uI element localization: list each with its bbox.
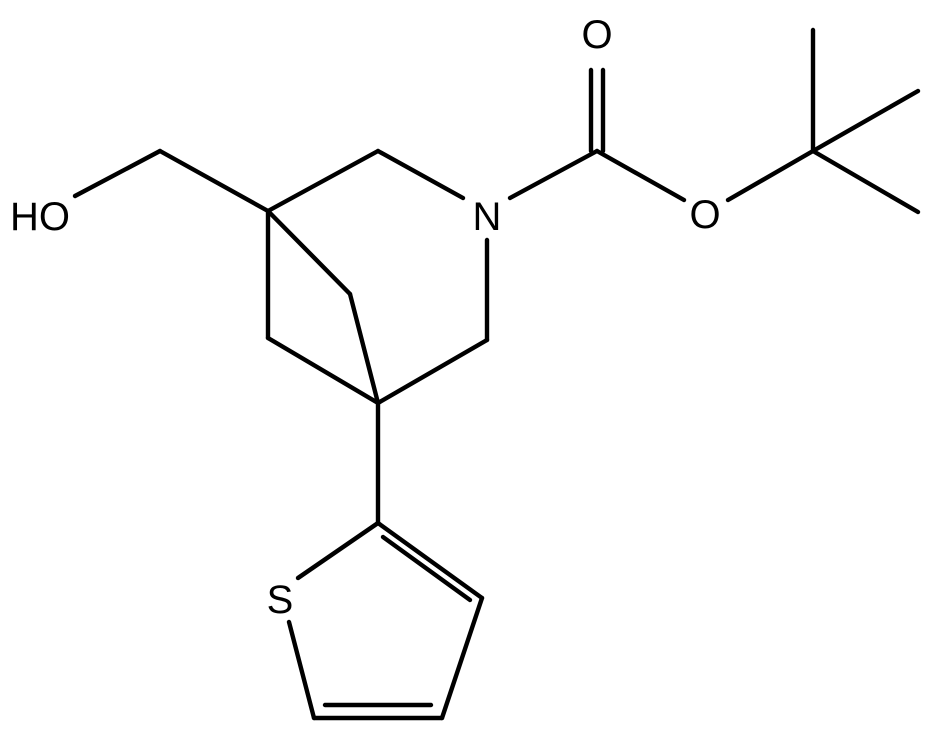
bond-thiophene-c3-c4: [439, 595, 485, 721]
bond-nitrogen-carbonyl: [507, 148, 600, 201]
bond-carbonyl-ester-oxygen: [594, 148, 687, 203]
bond-bridge2-bridgehead2: [347, 291, 381, 406]
bond-thiophene-c5-sulfur: [286, 619, 317, 721]
bond-bridgehead-bridge2: [265, 208, 353, 297]
bond-thiophene-c2-c3: [375, 520, 485, 601]
atom-label-nitrogen: N: [473, 195, 502, 239]
bond-bridge1-bridgehead2: [265, 335, 381, 406]
bond-thiophene-sulfur-c2: [295, 520, 381, 581]
bond-ch2a-nitrogen: [375, 148, 466, 201]
atom-label-sulfur: S: [267, 578, 294, 622]
bond-ch2-bridgehead: [157, 148, 271, 214]
bond-ch2b-bridgehead2: [375, 337, 490, 406]
atom-label-hydroxyl: HO: [10, 195, 70, 239]
bond-ho-ch2: [72, 148, 163, 199]
bond-bridgehead-ch2a: [265, 148, 381, 214]
bond-ester-oxygen-tbu: [725, 148, 816, 203]
bond-tbu-methyl-lower: [810, 148, 921, 215]
atom-label-carbonyl-oxygen: O: [581, 13, 612, 57]
bond-tbu-methyl-upper: [810, 88, 921, 154]
atom-label-ester-oxygen: O: [689, 193, 720, 237]
bond-thiophene-c2-c3-inner: [380, 534, 473, 603]
